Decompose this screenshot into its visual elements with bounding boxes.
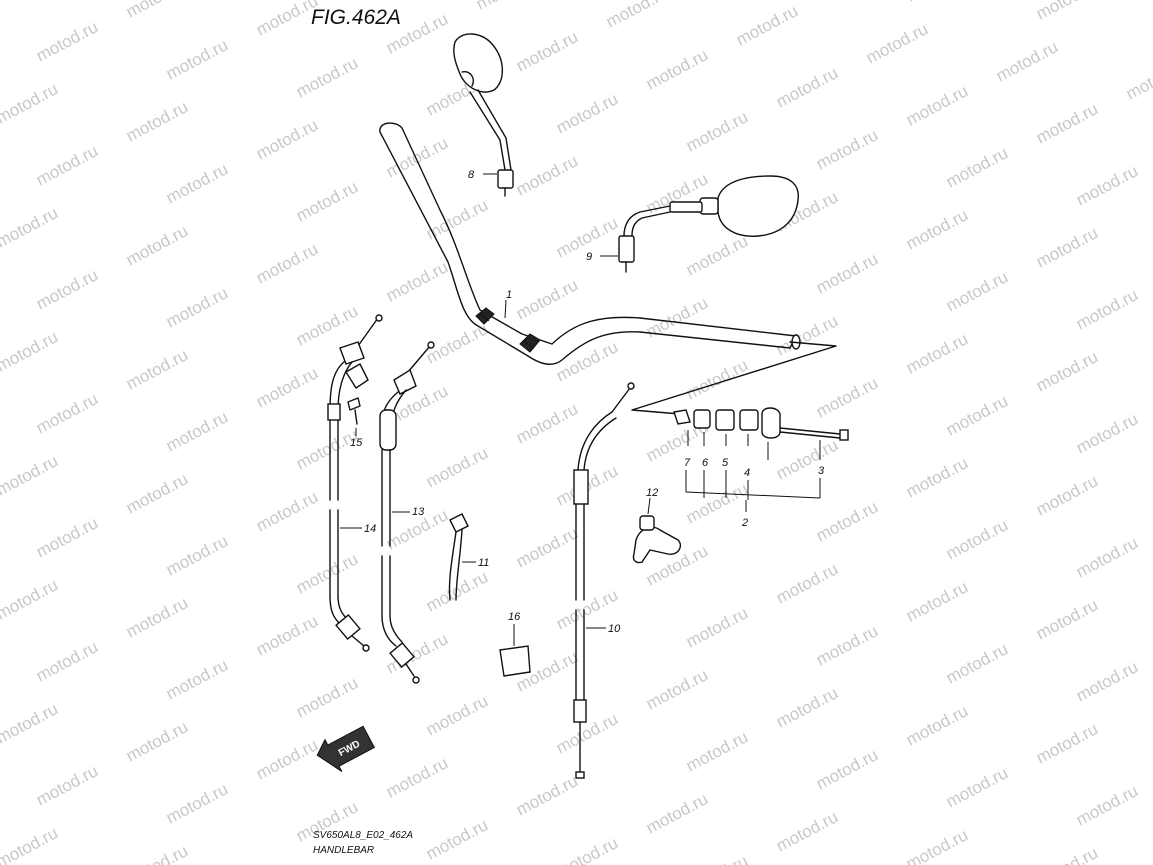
- throttle-cable-14: 14: [327, 314, 383, 652]
- clutch-cable-10: 10: [573, 382, 635, 779]
- cable-bracket-15: 15: [345, 363, 369, 449]
- callout-12: 12: [646, 487, 658, 499]
- callout-14: 14: [364, 523, 376, 535]
- fwd-arrow-badge: FWD: [316, 725, 376, 772]
- callout-6: 6: [702, 457, 709, 469]
- mirror-right: 9: [586, 175, 799, 273]
- callout-1: 1: [506, 289, 512, 301]
- mirror-left: 8: [453, 33, 514, 197]
- footer-code: SV650AL8_E02_462A: [313, 830, 413, 841]
- callout-13: 13: [412, 506, 425, 518]
- figure-title: FIG.462A: [311, 6, 401, 29]
- callout-4: 4: [744, 467, 750, 479]
- pad-16: 16: [499, 611, 531, 677]
- callout-8: 8: [468, 169, 475, 181]
- callout-2: 2: [741, 517, 748, 529]
- throttle-cable-13: 13: [379, 341, 435, 684]
- callout-7: 7: [684, 457, 691, 469]
- handlebar: 1: [379, 122, 801, 366]
- callout-3: 3: [818, 465, 825, 477]
- footer-name: HANDLEBAR: [313, 845, 374, 856]
- callout-15: 15: [350, 437, 363, 449]
- callout-16: 16: [508, 611, 521, 623]
- handlebar-grip-ring-left: [475, 307, 495, 325]
- callout-9: 9: [586, 251, 592, 263]
- callout-5: 5: [722, 457, 729, 469]
- callout-11: 11: [478, 557, 489, 569]
- bar-end-balancer-assembly: 7 6 5 4 3 2: [631, 341, 849, 529]
- cable-tie-11: 11: [448, 513, 489, 601]
- holder-12: 12: [632, 487, 682, 564]
- callout-10: 10: [608, 623, 621, 635]
- handlebar-grip-ring-right: [519, 333, 541, 353]
